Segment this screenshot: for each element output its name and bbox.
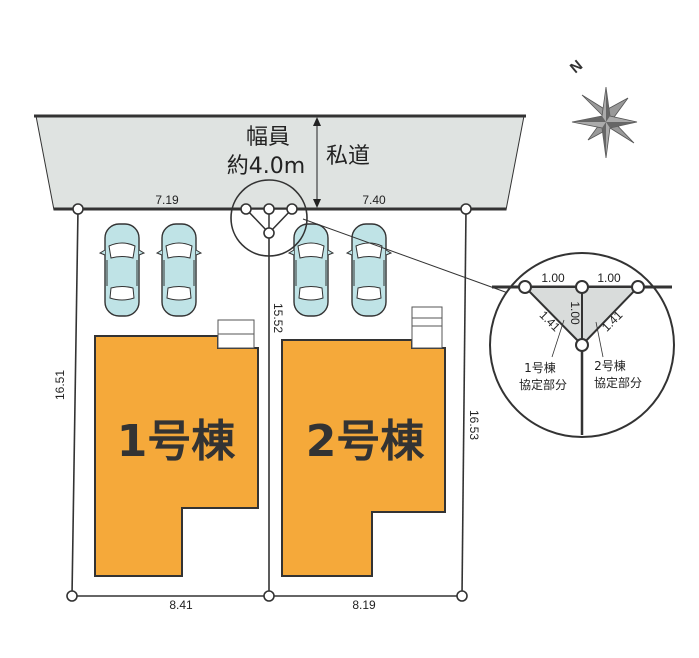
detail-note-right-1: 2号棟 <box>594 358 626 373</box>
road-width-label: 幅員 <box>246 125 290 150</box>
dim-top-right: 7.40 <box>362 193 386 207</box>
dim-middle: 15.52 <box>271 303 285 333</box>
lot-boundaries <box>71 208 467 597</box>
building-2-label: 2号棟 <box>306 416 426 467</box>
corner-detail-marker <box>230 179 308 257</box>
compass-star-icon <box>571 86 638 159</box>
arrow-head-up <box>313 117 321 126</box>
boundary-markers <box>66 203 472 602</box>
road-type: 私道 <box>326 144 370 169</box>
building-1-label: 1号棟 <box>117 416 237 467</box>
detail-leader-line <box>302 218 509 294</box>
car-icon <box>156 223 202 317</box>
detail-center: 1.00 <box>568 301 582 325</box>
agreement-area-2 <box>581 286 641 348</box>
building-2-entrance <box>411 306 443 349</box>
detail-note-left-2: 協定部分 <box>519 377 567 392</box>
detail-top-left: 1.00 <box>541 271 565 285</box>
car-icon <box>99 223 145 317</box>
dim-right: 16.53 <box>467 410 481 440</box>
car-icon <box>288 223 334 317</box>
dim-top-left: 7.19 <box>155 193 179 207</box>
detail-note-left-1: 1号棟 <box>524 360 556 375</box>
compass-north-label: N <box>567 57 586 77</box>
detail-top-right: 1.00 <box>597 271 621 285</box>
dim-bottom-right: 8.19 <box>352 598 376 612</box>
car-icon <box>346 223 392 317</box>
dim-bottom-left: 8.41 <box>169 598 193 612</box>
dim-left: 16.51 <box>53 370 67 400</box>
detail-note-right-2: 協定部分 <box>594 375 642 390</box>
road-width-value: 約4.0m <box>227 154 305 179</box>
arrow-head-down <box>313 199 321 208</box>
building-1-entrance <box>217 319 255 349</box>
